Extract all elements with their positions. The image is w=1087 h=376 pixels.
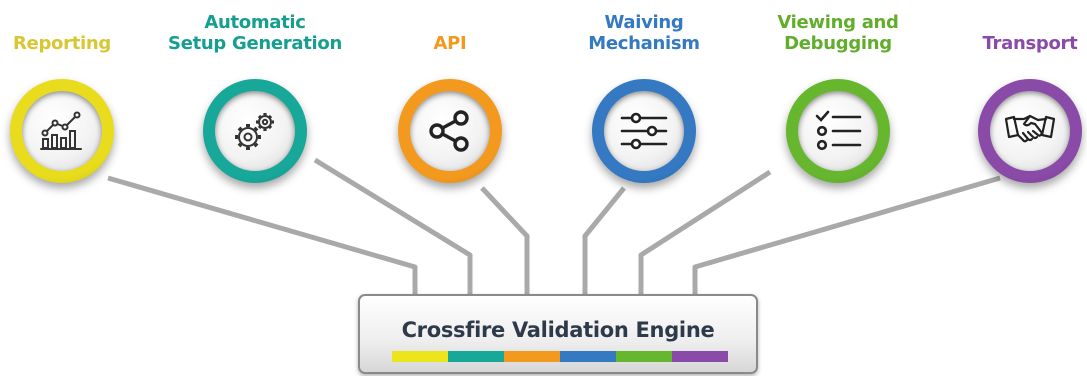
feature-label-line: Reporting (13, 33, 111, 54)
connector-line-reporting (107, 175, 418, 295)
feature-label-line: Transport (982, 33, 1078, 54)
stripe-segment (448, 351, 504, 362)
handshake-icon (990, 91, 1070, 171)
share-icon (410, 91, 490, 171)
sliders-icon (604, 91, 684, 171)
connector-line-viewing (638, 169, 772, 295)
connector-line-transport (692, 175, 1001, 295)
engine-title: Crossfire Validation Engine (401, 318, 715, 342)
feature-label-transport: Transport (930, 0, 1087, 54)
feature-transport: Transport (930, 0, 1087, 200)
feature-label-line: Setup Generation (168, 33, 342, 54)
feature-ring-api (398, 79, 502, 183)
feature-ring-viewing (786, 79, 890, 183)
checklist-icon (798, 91, 878, 171)
feature-ring-setup (203, 79, 307, 183)
feature-reporting: Reporting (0, 0, 162, 200)
feature-label-line: Mechanism (588, 33, 700, 54)
bar-chart-icon (22, 91, 102, 171)
stripe-segment (616, 351, 672, 362)
connector-line-api (480, 186, 530, 295)
feature-label-line: Viewing and (777, 12, 899, 33)
validation-engine-box: Crossfire Validation Engine (358, 294, 758, 374)
feature-ring-reporting (10, 79, 114, 183)
color-stripe (392, 351, 728, 362)
feature-label-line: Debugging (784, 33, 892, 54)
feature-api: API (350, 0, 550, 200)
connector-line-setup (313, 157, 473, 295)
feature-ring-transport (978, 79, 1082, 183)
feature-label-line: Waiving (604, 12, 684, 33)
connector-line-waiving (582, 186, 626, 295)
feature-ring-waiving (592, 79, 696, 183)
feature-label-line: API (433, 33, 467, 54)
stripe-segment (560, 351, 616, 362)
stripe-segment (504, 351, 560, 362)
stripe-segment (672, 351, 728, 362)
feature-label-reporting: Reporting (0, 0, 162, 54)
stripe-segment (392, 351, 448, 362)
feature-label-line: Automatic (204, 12, 306, 33)
feature-label-api: API (350, 0, 550, 54)
gears-icon (215, 91, 295, 171)
